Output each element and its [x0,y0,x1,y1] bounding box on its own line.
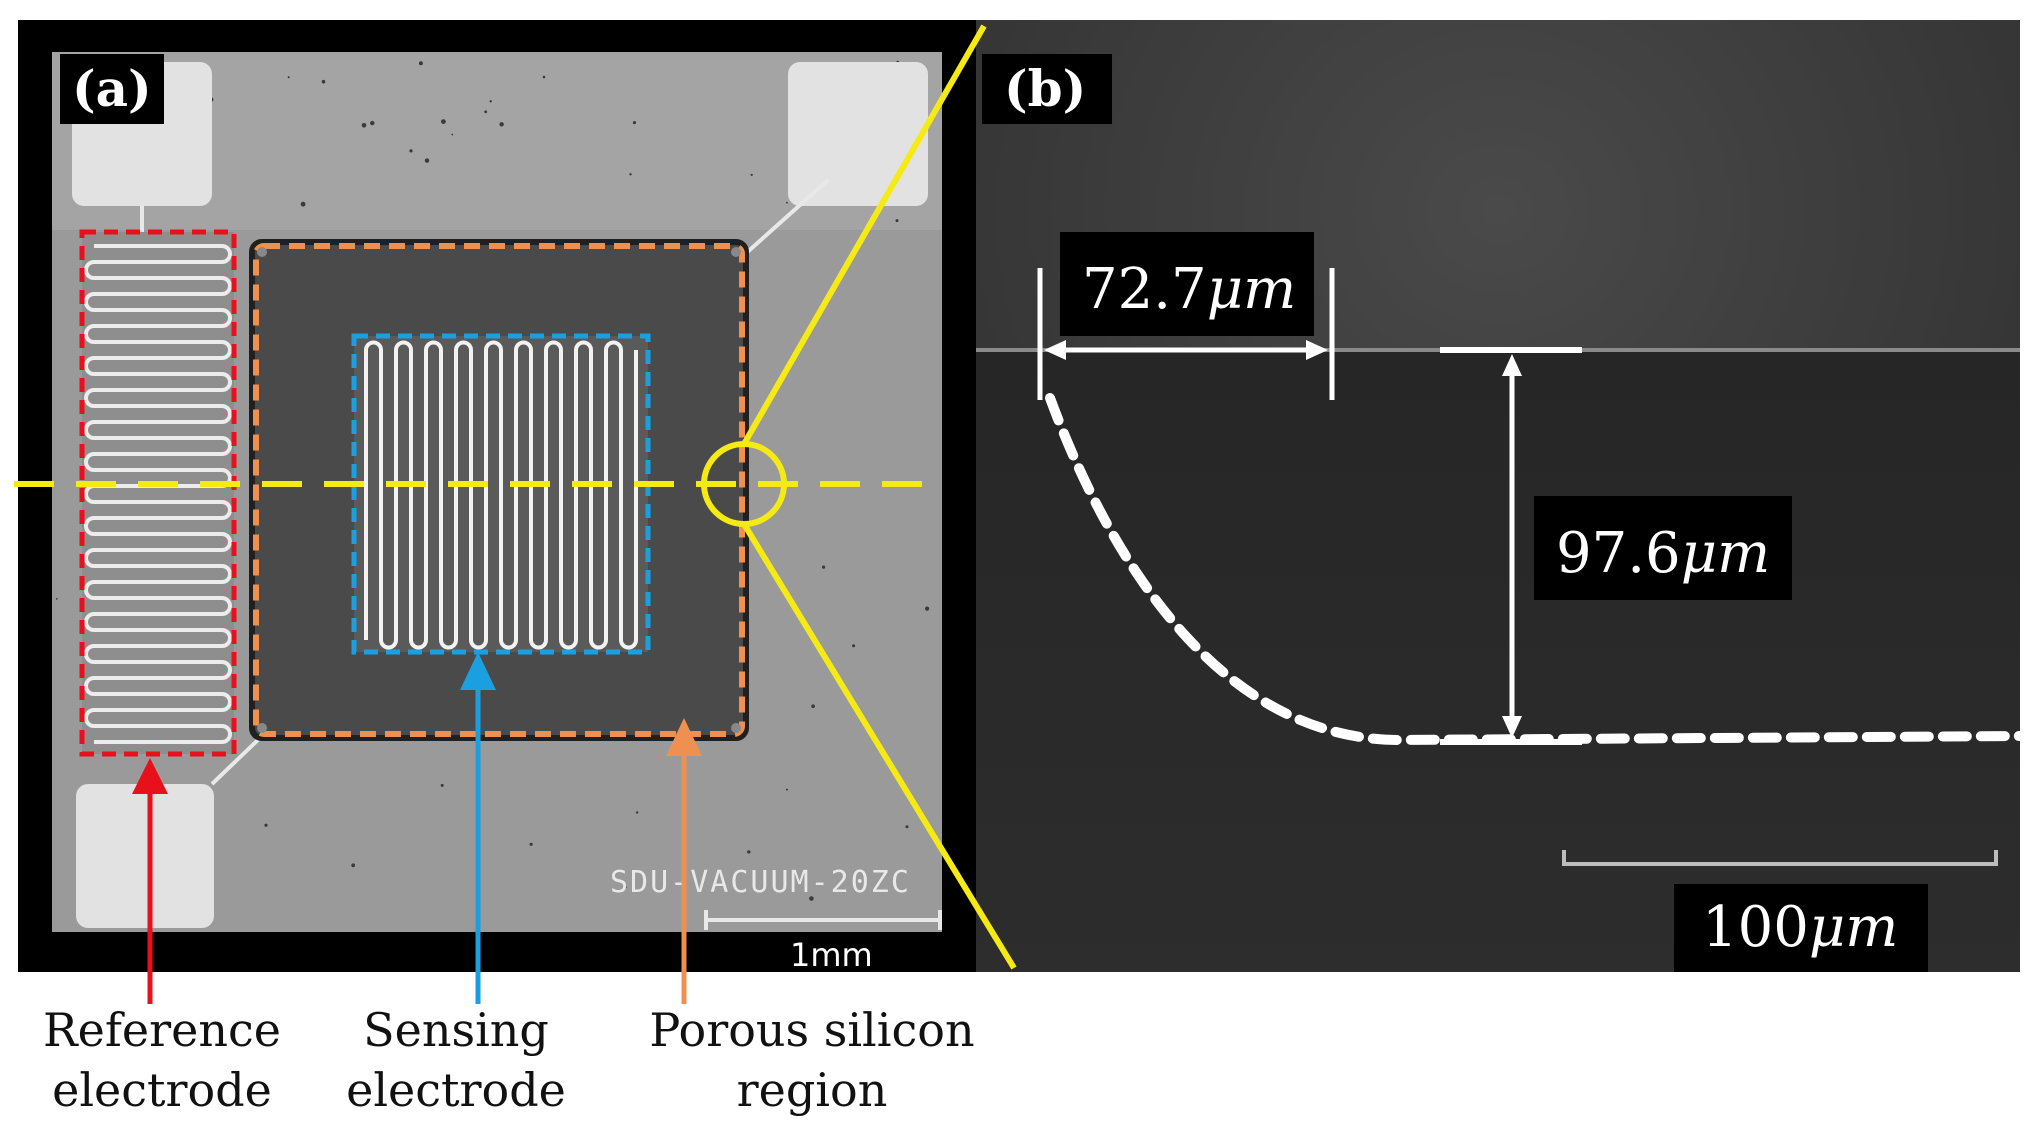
width-arrowhead-left [1044,340,1066,360]
reference-electrode-area [82,232,234,754]
chip-speck [750,173,753,176]
panel-a-tag: (a) [72,59,152,118]
zoom-connector-bottom [741,522,1017,970]
scale-label: 100μm [1702,895,1898,960]
etch-profile [1045,393,2024,746]
panel-a: SDU-VACUUM-20ZC 1mm (a) [14,20,976,974]
chip-speck [925,606,930,611]
porous-label-line1: Porous silicon [649,1003,974,1057]
chip-speck [287,76,290,79]
porous-arrowhead [666,718,702,756]
chip-speck [321,79,326,84]
chip-speck [441,119,446,124]
chip-speck [424,158,430,163]
chip-speck [499,122,504,127]
chip-speck [905,825,909,829]
porous-silicon-outline [253,243,745,737]
reference-electrode-outline [79,229,237,757]
reference-label-line1: Reference [43,1003,281,1057]
depth-label: 97.6μm [1556,521,1770,586]
panel-b-tag: (b) [1004,59,1086,118]
chip-speck [635,811,639,814]
chip-speck [440,783,444,787]
sensing-label-line1: Sensing [363,1003,549,1057]
chip-speck [451,133,454,136]
chip-speck [361,123,367,128]
chip-speck [747,850,751,854]
chip-speck [624,885,627,889]
chip-speck [489,100,492,103]
porous-corner-marks [257,247,741,733]
porous-label-line2: region [737,1063,888,1117]
panel-b-tag-box [982,54,1112,124]
sensing-electrode-pattern [364,340,638,650]
chip-watermark: SDU-VACUUM-20ZC [610,865,911,900]
chip-speck [529,842,533,846]
chip-speck [409,149,413,153]
chip-speck [629,173,632,176]
chip-speck [300,201,306,207]
chip-speck [852,644,856,648]
chip-speck [895,219,899,223]
depth-arrowhead-bottom [1502,716,1522,738]
sensing-serpentine [364,340,638,650]
width-label: 72.7μm [1082,257,1296,322]
reference-electrode-pattern [84,244,232,744]
chip-speck [786,788,788,791]
chip-speck [418,61,423,66]
depth-label-box [1534,496,1792,600]
panel-b-substrate [976,350,2020,972]
reference-label-line2: electrode [52,1063,272,1117]
chip-scale-label: 1mm [790,936,873,974]
sensing-electrode-outline [351,333,651,655]
chip-speck [822,565,826,569]
caption-labels: Reference electrode Sensing electrode Po… [43,1003,975,1117]
zoom-connector-top [741,24,987,446]
chip-speck [811,704,815,708]
chip-speck [484,110,488,114]
chip-speck [264,823,268,827]
chip-speck [542,75,546,79]
chip-speck [786,201,788,204]
width-label-box [1060,232,1314,336]
chip-speck [351,863,356,868]
bond-pad-bottom-left [76,784,214,928]
sensing-label-line2: electrode [346,1063,566,1117]
depth-arrowhead-top [1502,354,1522,376]
scale-label-box [1674,884,1928,972]
reference-arrowhead [132,758,168,794]
chip-speck [55,598,58,600]
reference-serpentine [84,244,232,744]
chip-speck [809,896,814,901]
callout-arrows [132,652,702,1004]
panel-a-tag-box [60,54,164,124]
chip-speck [632,121,637,125]
bond-pad-top-right [788,62,928,206]
chip-speck [370,120,375,126]
panel-b: 72.7μm 97.6μm 100μm (b) [976,20,2024,972]
width-arrowhead-right [1306,340,1328,360]
sensing-arrowhead [460,652,496,690]
